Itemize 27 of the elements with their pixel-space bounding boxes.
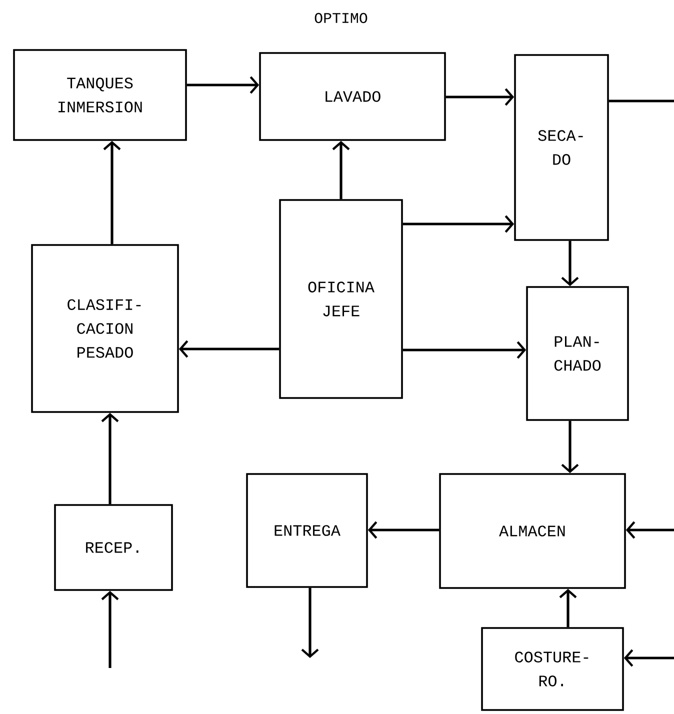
process-box: ALMACEN [439,473,626,589]
arrow [301,588,319,658]
arrow [561,420,579,474]
arrow [368,521,440,539]
arrow [626,521,674,539]
arrow [446,88,514,106]
arrow [332,140,350,200]
process-box: TANQUES INMERSION [13,49,187,141]
arrow [559,588,577,628]
arrow [624,649,674,667]
process-box: RECEP. [54,504,173,591]
process-box: COSTURE- RO. [481,627,624,711]
process-box: SECA- DO [514,54,609,241]
process-box: LAVADO [259,52,446,141]
heading: OPTIMO [314,12,368,24]
arrow [186,76,260,94]
process-box: OFICINA JEFE [279,199,403,399]
arrow [402,341,526,359]
process-box: PLAN- CHADO [526,286,629,421]
arrow [402,215,514,233]
arrow [561,240,579,286]
arrow [101,412,119,504]
process-box: ENTREGA [246,473,368,588]
arrow [101,590,119,668]
process-box: CLASIFI- CACION PESADO [31,244,179,413]
arrow [178,340,280,358]
arrow [103,140,121,244]
